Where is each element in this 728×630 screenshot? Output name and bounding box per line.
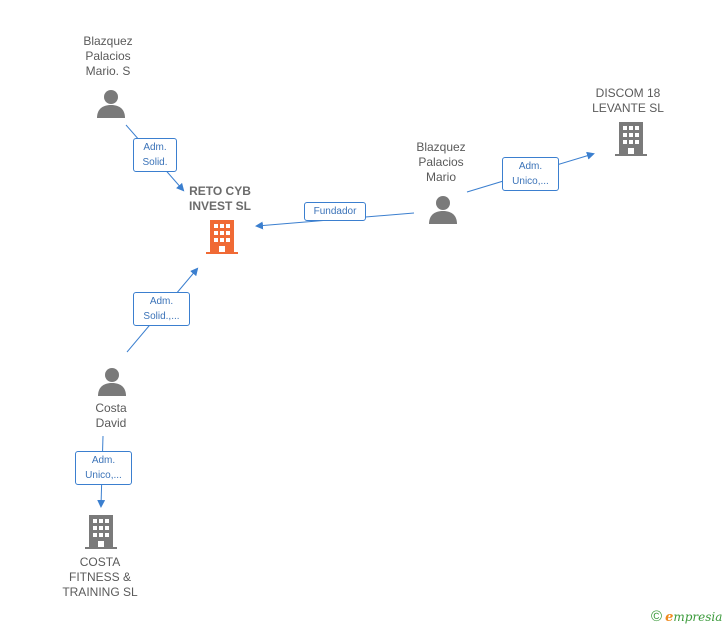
node-label-blazquez-palacios-mario: Blazquez Palacios Mario <box>416 140 466 184</box>
copyright-icon: © <box>651 608 663 625</box>
person-icon[interactable] <box>97 366 127 396</box>
node-label-reto-cyb-invest-sl: RETO CYB INVEST SL <box>188 184 251 213</box>
building-icon[interactable] <box>206 220 238 254</box>
edge-label-adm-solid[interactable]: Adm. Solid. <box>133 138 177 172</box>
edge-label-adm-solid-reto[interactable]: Adm. Solid.,... <box>133 292 190 326</box>
node-label-costa-david: Costa David <box>95 401 127 430</box>
edge-label-fundador[interactable]: Fundador <box>304 202 366 221</box>
brand-logo[interactable]: empresia <box>665 609 723 625</box>
edge-label-adm-unico-costa-fitness[interactable]: Adm. Unico,... <box>75 451 132 485</box>
copyright-footer: © empresia <box>651 608 722 625</box>
node-label-discom-18-levante-sl: DISCOM 18 LEVANTE SL <box>592 86 664 115</box>
node-label-blazquez-palacios-mario-s: Blazquez Palacios Mario. S <box>83 34 133 78</box>
building-icon[interactable] <box>85 515 117 549</box>
node-label-costa-fitness-training-sl: COSTA FITNESS & TRAINING SL <box>62 555 138 599</box>
person-icon[interactable] <box>96 88 126 118</box>
edge-label-adm-unico-discom[interactable]: Adm. Unico,... <box>502 157 559 191</box>
building-icon[interactable] <box>615 122 647 156</box>
person-icon[interactable] <box>428 194 458 224</box>
